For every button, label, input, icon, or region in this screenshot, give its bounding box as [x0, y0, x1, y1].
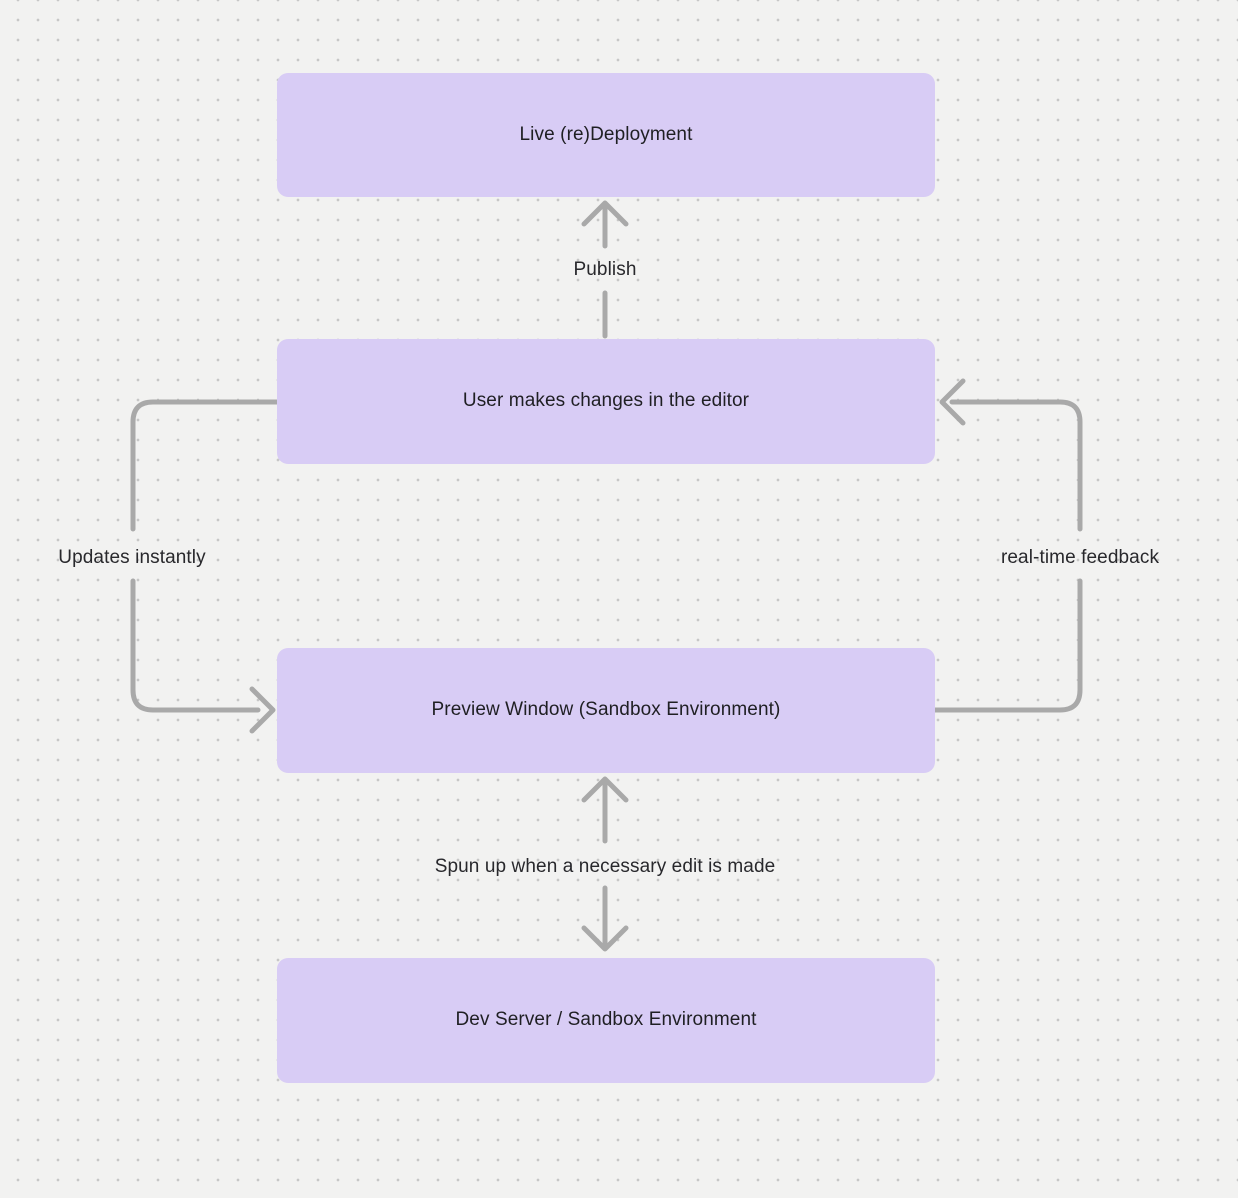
realtime-feedback-arrowhead-icon: [939, 378, 966, 426]
realtime-feedback-line-lower: [932, 578, 1083, 713]
edge-realtime-feedback: [932, 378, 1083, 713]
edge-label-realtime-feedback: real-time feedback: [1000, 547, 1160, 568]
node-dev-server-label: Dev Server / Sandbox Environment: [455, 1009, 757, 1031]
node-dev-server: Dev Server / Sandbox Environment: [277, 958, 935, 1083]
updates-instantly-arrowhead-icon: [249, 686, 276, 734]
publish-arrowhead-icon: [581, 200, 629, 227]
updates-instantly-line-upper: [130, 399, 280, 532]
spun-up-arrowhead-icon: [581, 776, 629, 803]
node-live-redeployment-label: Live (re)Deployment: [519, 123, 693, 145]
realtime-feedback-line-upper: [949, 399, 1083, 532]
edge-label-updates-instantly: Updates instantly: [58, 547, 206, 568]
node-user-editor-label: User makes changes in the editor: [462, 390, 750, 412]
node-user-editor: User makes changes in the editor: [277, 339, 935, 464]
edge-label-spun-up: Spun up when a necessary edit is made: [434, 856, 776, 877]
edge-label-publish: Publish: [573, 259, 637, 280]
spun-down-arrowhead-icon: [581, 925, 629, 952]
node-preview-window: Preview Window (Sandbox Environment): [277, 648, 935, 773]
updates-instantly-line-lower: [130, 578, 261, 713]
node-preview-window-label: Preview Window (Sandbox Environment): [431, 699, 781, 721]
node-live-redeployment: Live (re)Deployment: [277, 73, 935, 197]
